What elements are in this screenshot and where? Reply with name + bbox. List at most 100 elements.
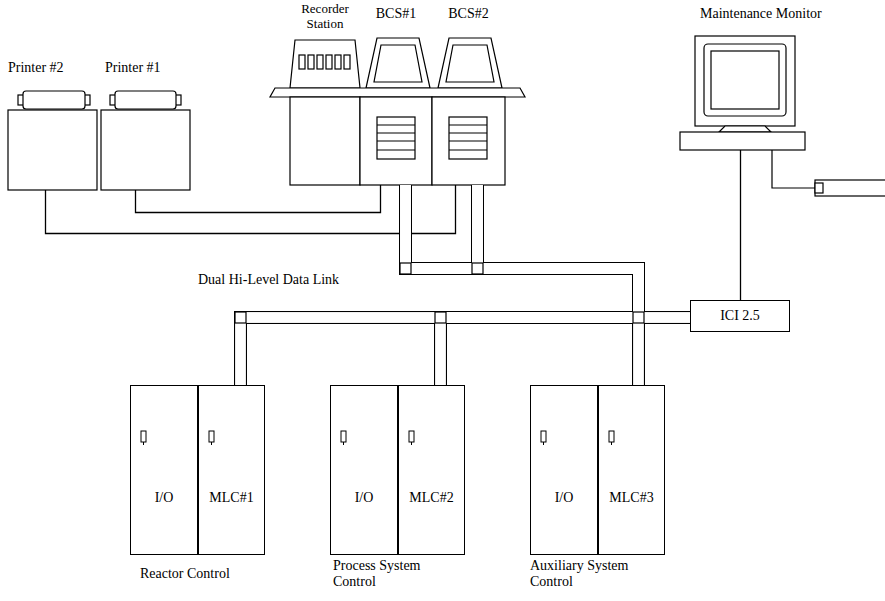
bus-coupler [235,312,246,323]
device-unit: Recorder Station [288,2,362,185]
signal-cable [136,185,381,213]
latch-stem [143,442,144,445]
bus-coupler [472,263,483,274]
recorder-housing [290,40,360,88]
recorder-window [335,55,341,69]
latch-body [609,431,614,442]
printer-body [101,110,190,190]
tape-unit [815,180,885,196]
latch-handle [608,430,616,446]
cabinet-caption: Process System Control [333,558,458,590]
bus-coupler [633,312,644,323]
tape-unit-end [815,183,823,193]
computer-base [680,132,805,150]
latch-stem [343,442,344,445]
box-label: ICI 2.5 [691,308,789,324]
box-label: I/O [531,490,597,506]
box-label: MLC#2 [399,490,464,506]
console-body [290,97,360,185]
signal-cable [740,150,741,300]
recorder-window [326,55,332,69]
device-label: Printer #1 [105,60,190,76]
monitor-stand [719,126,771,132]
bus-coupler [435,312,446,323]
recorder-window [317,55,323,69]
latch-handle [340,430,348,446]
device-unit: BCS#2 [432,6,505,185]
console-drawing [270,38,525,185]
bus-coupler [400,263,411,274]
latch-stem [611,442,612,445]
device-unit: Printer #1 [101,60,190,190]
recorder-windows [299,55,350,69]
recorder-window [344,55,350,69]
pipe-core [478,185,691,318]
data-link-pipe [406,185,691,318]
cabinet-caption: Reactor Control [140,566,260,582]
monitor-housing [366,38,430,88]
device-label: BCS#2 [432,6,505,22]
data-link-pipe [406,185,639,385]
device-unit: Printer #2 [8,60,97,190]
monitor-housing [438,38,502,88]
latch-handle [408,430,416,446]
latch-body [541,431,546,442]
drawer-panel [377,117,415,159]
device-label: Printer #2 [8,60,97,76]
latch-stem [211,442,212,445]
latch-body [209,431,214,442]
printer-feeder [115,91,176,109]
control-cabinet: I/OMLC#3Auxiliary System Control [530,385,665,597]
monitor-screen [374,45,422,82]
data-link-pipe [478,185,691,318]
pipe-core [406,185,639,385]
data-link-pipe [406,185,639,385]
cabinet-panel: MLC#1 [198,385,265,555]
device-label: Recorder Station [292,2,358,32]
monitor-bezel [704,44,786,116]
cabinet-panel: MLC#2 [398,385,465,555]
drawer-panel [449,117,487,159]
pipe-core [441,185,639,385]
device-label: Maintenance Monitor [700,6,870,22]
cable [772,150,815,188]
monitor-case [695,36,795,126]
cabinet-caption: Auxiliary System Control [530,558,665,590]
device-unit: Maintenance Monitor [680,6,875,150]
cabinet-panel: MLC#3 [598,385,665,555]
cabinet-panel: I/O [130,385,198,555]
latch-handle [540,430,548,446]
cabinet-panel: I/O [530,385,598,555]
device-unit: BCS#1 [360,6,432,185]
box-label: MLC#3 [599,490,664,506]
box-label: I/O [331,490,397,506]
drawer-lines [377,125,487,150]
latch-stem [411,442,412,445]
cabinet-panel: I/O [330,385,398,555]
data-link-pipe [478,185,639,385]
box-label: MLC#1 [199,490,264,506]
latch-stem [543,442,544,445]
computer-drawing [680,36,885,196]
data-link-pipe [441,185,639,385]
desk-shelf [270,88,525,97]
printer-feeder [23,91,85,109]
printer-body [8,110,97,190]
latch-body [409,431,414,442]
recorder-window [299,55,305,69]
latch-body [341,431,346,442]
pipe-core [406,185,691,318]
control-cabinet: I/OMLC#1Reactor Control [130,385,265,597]
signal-cable [46,185,456,234]
monitor-screen [446,45,494,82]
recorder-window [308,55,314,69]
interface-box: ICI 2.5 [690,300,790,332]
device-label: BCS#1 [360,6,432,22]
control-cabinet: I/OMLC#2Process System Control [330,385,465,597]
latch-handle [140,430,148,446]
latch-handle [208,430,216,446]
latch-body [141,431,146,442]
network-label: Dual Hi-Level Data Link [196,272,341,288]
pipe-core [478,185,639,385]
